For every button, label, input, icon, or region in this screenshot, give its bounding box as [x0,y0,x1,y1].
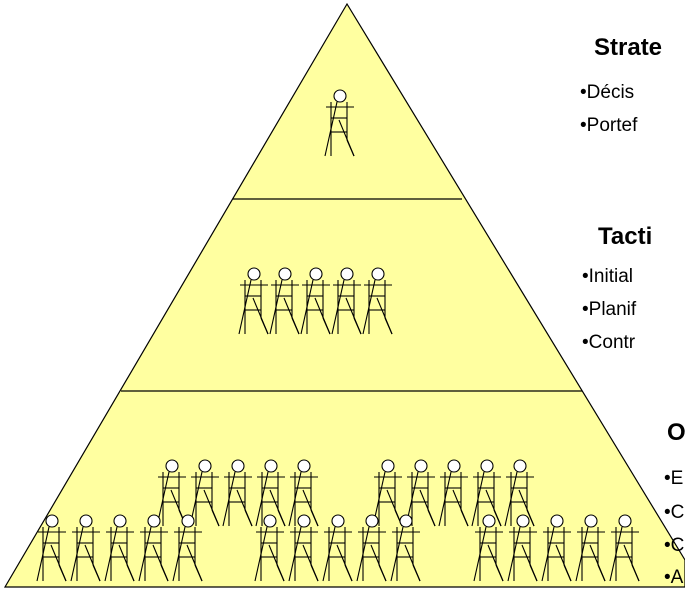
person-figure-icon [104,514,135,582]
person-figure-icon [541,514,572,582]
person-figure-icon [255,459,286,527]
person-figure-icon [331,267,362,335]
tier-tactical-text: Tacti •Initial •Planif •Contr [582,223,652,353]
tier-operational-title: O [667,419,685,446]
tier-strategic-bullet-1: •Décis [580,82,634,103]
person-figure-icon [322,514,353,582]
person-figure-icon [438,459,469,527]
person-figure-icon [36,514,67,582]
tier-operational-bullet-4: •A [664,567,684,588]
person-figure-icon [405,459,436,527]
person-figure-icon [172,514,203,582]
person-figure-icon [300,267,331,335]
tier-tactical-title: Tacti [598,223,652,250]
person-figure-icon [575,514,606,582]
person-figure-icon [356,514,387,582]
tier-strategic-text: Strate •Décis •Portef [580,34,662,136]
person-figure-icon [324,89,355,157]
tier-strategic-title: Strate [594,34,662,61]
person-figure-icon [222,459,253,527]
person-figure-icon [609,514,640,582]
tier-tactical-bullet-2: •Planif [582,299,637,320]
person-figure-icon [372,459,403,527]
people-figures [36,89,640,582]
person-figure-icon [507,514,538,582]
person-figure-icon [288,459,319,527]
person-figure-icon [504,459,535,527]
person-figure-icon [390,514,421,582]
person-figure-icon [238,267,269,335]
person-figure-icon [269,267,300,335]
tier-operational-text: O •E •C •C •A [664,419,685,588]
tier-tactical-bullet-1: •Initial [582,266,633,287]
person-figure-icon [473,514,504,582]
person-figure-icon [471,459,502,527]
person-figure-icon [70,514,101,582]
person-figure-icon [288,514,319,582]
person-figure-icon [189,459,220,527]
person-figure-icon [254,514,285,582]
tier-strategic-bullet-2: •Portef [580,115,638,136]
person-figure-icon [362,267,393,335]
tier-tactical-bullet-3: •Contr [582,332,636,353]
tier-operational-bullet-1: •E [664,468,683,489]
tier-operational-bullet-2: •C [664,502,684,523]
tier-operational-bullet-3: •C [664,535,684,556]
person-figure-icon [138,514,169,582]
person-figure-icon [156,459,187,527]
